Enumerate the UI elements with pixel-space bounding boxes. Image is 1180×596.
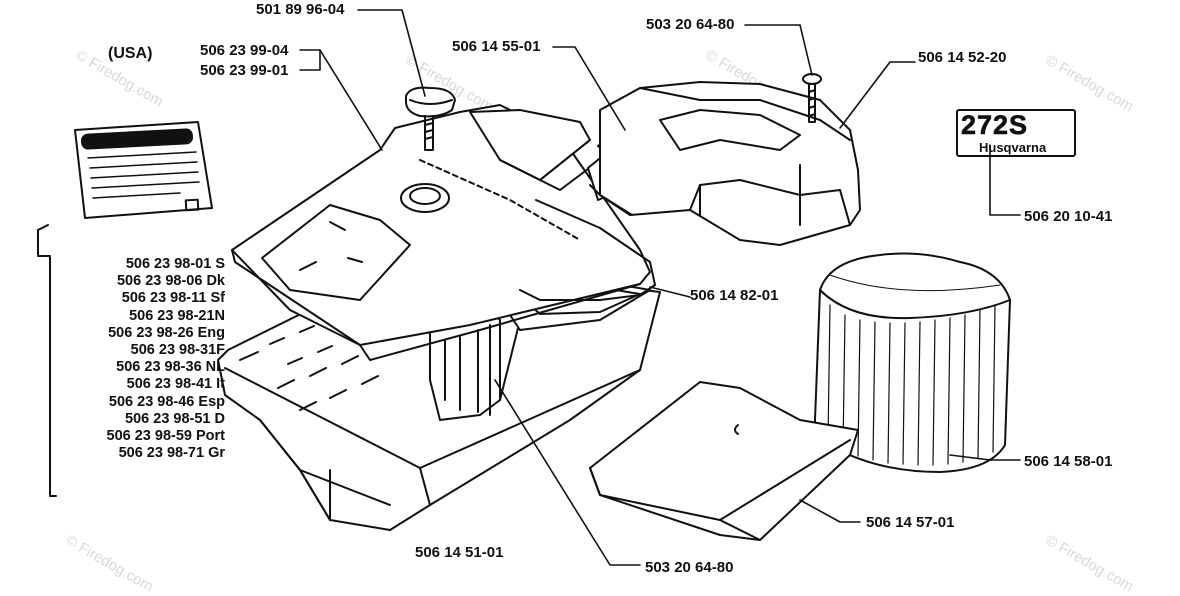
warning-label-list: 506 23 98-01 S 506 23 98-06 Dk 506 23 98… [60, 256, 226, 462]
part-number-seal: 506 14 82-01 [690, 287, 779, 304]
list-item: 506 23 98-31F [130, 342, 225, 359]
main-cover [231, 104, 651, 361]
seal [519, 199, 656, 301]
list-item: 506 23 98-59 Port [106, 428, 226, 445]
part-number-screw-bottom: 503 20 64-80 [645, 559, 734, 576]
part-number-filter-holder: 506 14 55-01 [452, 38, 541, 55]
usa-label: (USA) [108, 45, 153, 62]
decal-model: 272S [961, 110, 1029, 141]
list-item: 506 23 98-71 Gr [118, 445, 225, 462]
part-number-pre-filter: 506 14 57-01 [866, 514, 955, 531]
part-number-housing: 506 14 51-01 [415, 544, 504, 561]
list-item: 506 23 98-11 Sf [121, 290, 225, 307]
list-item: 506 23 98-41 It [126, 376, 225, 393]
list-item: 506 23 98-26 Eng [108, 324, 225, 341]
air-filter-pleats [827, 304, 996, 466]
decal-brand: Husqvarna [979, 140, 1047, 155]
part-number-decal: 506 20 10-41 [1024, 208, 1113, 225]
part-number-cover-a: 506 23 99-04 [200, 42, 289, 59]
decal-logo: 272S Husqvarna [955, 108, 1077, 158]
part-number-knob: 501 89 96-04 [256, 1, 345, 18]
list-item: 506 23 98-21N [129, 307, 225, 324]
warning-label-decal [74, 121, 213, 219]
part-number-top-cover: 506 14 52-20 [918, 49, 1007, 66]
decal-logo-box [956, 109, 1076, 157]
list-item: 506 23 98-51 D [125, 410, 225, 427]
air-filter [814, 252, 1011, 473]
cover-knob [405, 86, 456, 151]
pre-filter [589, 381, 859, 541]
top-cover [589, 81, 861, 246]
list-item: 506 23 98-36 NL [116, 359, 225, 376]
list-item: 506 23 98-46 Esp [108, 393, 225, 410]
part-number-air-filter: 506 14 58-01 [1024, 453, 1113, 470]
list-item: 506 23 98-06 Dk [116, 273, 225, 290]
part-number-cover-b: 506 23 99-01 [200, 62, 289, 79]
part-number-screw-top: 503 20 64-80 [646, 16, 735, 33]
list-item: 506 23 98-01 S [125, 256, 225, 272]
